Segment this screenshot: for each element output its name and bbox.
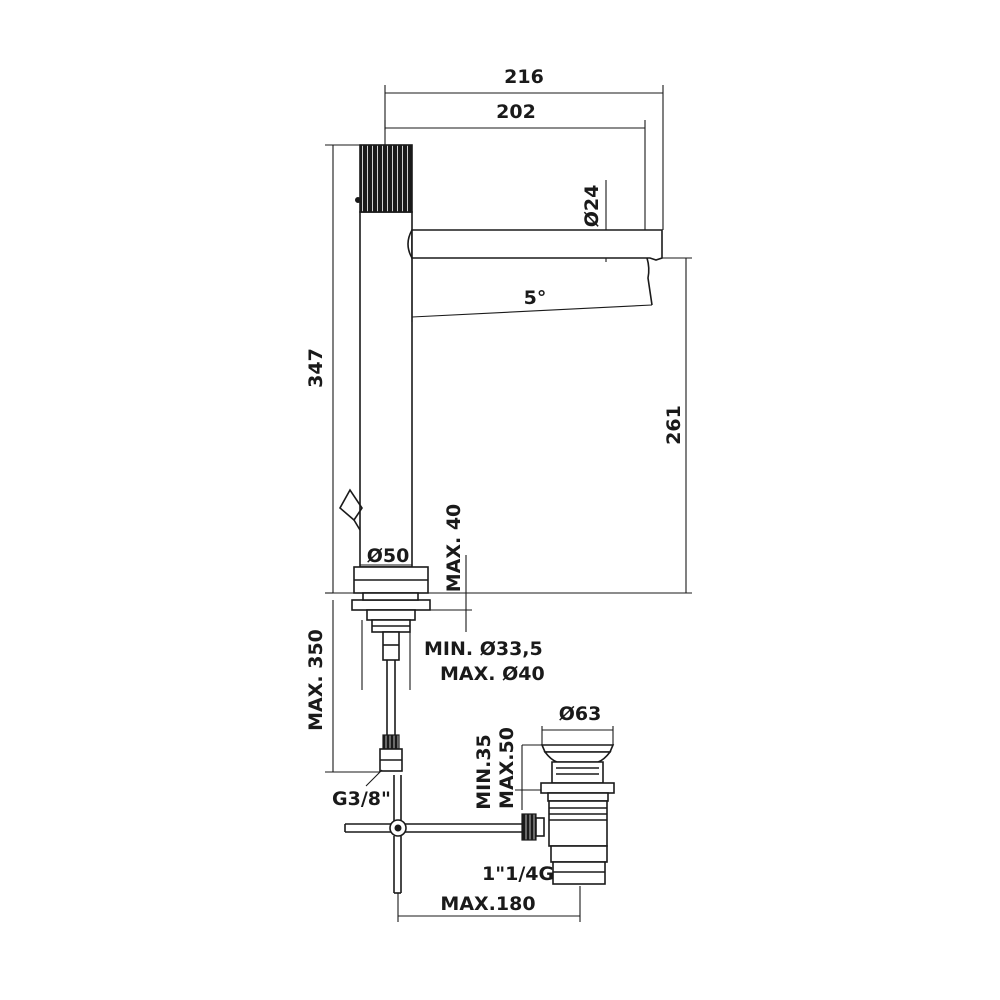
dimension-overall-height: 347 [305,144,360,593]
spout-diameter-label: Ø24 [581,185,603,228]
waste-min-thickness-label: MIN.35 [473,734,495,810]
handle-screw [355,197,361,203]
dimension-hole-diameter: MIN. Ø33,5 MAX. Ø40 [361,620,545,690]
hose-connection: G3/8" [332,769,391,810]
popup-waste [540,744,615,885]
flexible-hose [379,660,403,772]
waste-max-thickness-label: MAX.50 [496,727,518,809]
spout-height-label: 261 [663,405,685,445]
base-fixing [351,566,431,661]
tap-column [359,211,413,568]
max-hole-label: MAX. Ø40 [440,663,545,685]
waste-flange [540,744,615,753]
overall-depth-label: 216 [504,66,544,88]
lever-detail [338,488,363,522]
dimension-spout-reach: 202 [384,101,646,230]
dimension-rod-length: MAX.180 [397,886,581,922]
body-diameter-label: Ø50 [367,545,410,567]
overall-height-label: 347 [305,348,327,388]
hose-connection-label: G3/8" [332,788,391,810]
spout [411,229,663,261]
min-hole-label: MIN. Ø33,5 [424,638,543,660]
dimension-waste-thickness: MIN.35 MAX.50 [473,727,542,810]
dimension-spout-height: 261 [660,257,692,593]
deck-thickness-label: MAX. 40 [443,504,465,593]
spout-angle-label: 5° [524,287,547,309]
spout-reach-label: 202 [496,101,536,123]
knurled-handle [359,144,413,213]
waste-flange-label: Ø63 [559,703,602,725]
dimension-hose-length: MAX. 350 [305,592,380,773]
rod-length-label: MAX.180 [440,893,535,915]
waste-thread-label: 1"1/4G [482,863,554,885]
dimension-waste-flange: Ø63 [541,703,614,745]
dimension-spout-angle: 5° [411,258,653,322]
dimension-overall-depth: 216 [384,66,664,230]
popup-rod [344,775,545,894]
rod-knurled-nut [521,813,537,841]
hose-nut-knurl [382,734,400,750]
dimension-body-diameter: Ø50 [360,545,412,567]
tap-body [338,144,663,568]
hose-length-label: MAX. 350 [305,629,327,731]
fixing-washer [351,599,431,611]
dimension-deck-thickness: MAX. 40 [430,504,472,632]
